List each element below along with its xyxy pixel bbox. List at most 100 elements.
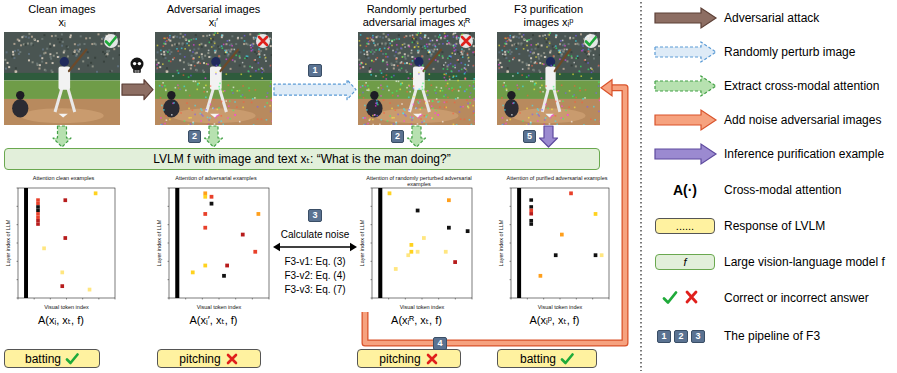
legend-text: Cross-modal attention	[724, 183, 841, 197]
text-wrap: Large vision-language model f	[724, 255, 885, 269]
text-wrap: Visual token index	[18, 304, 115, 310]
text-wrap: A(xᵢ, xₜ, f)	[4, 314, 118, 327]
image-panel: Adversarial images xᵢ′	[155, 32, 272, 125]
connector	[365, 80, 625, 343]
response-text: batting	[25, 352, 61, 366]
photo-illustration	[155, 32, 272, 125]
attention-heatmap	[4, 175, 118, 312]
attention-formula: A(xᵢ, xₜ, f)	[4, 314, 118, 327]
label-wrap: F3-v2: Eq. (4)	[284, 270, 345, 282]
callout-number: 4	[433, 337, 446, 350]
cross-mark	[459, 34, 473, 48]
legend-text: Randomly perturb image	[724, 45, 855, 59]
attention-plot: Attention of randomly perturbed adversar…	[358, 175, 475, 312]
plot-title: Attention of randomly perturbed adversar…	[364, 175, 474, 187]
cross-mark	[256, 34, 270, 48]
connector	[205, 126, 223, 147]
attention-heatmap	[155, 175, 272, 312]
label-wrap: 5	[523, 130, 536, 143]
callout-number: 2	[391, 130, 404, 143]
photo-illustration	[358, 32, 475, 125]
response-text: batting	[520, 352, 556, 366]
label-wrap: 1	[657, 330, 670, 343]
legend-model-box: f	[655, 254, 715, 270]
text-wrap: Adversarial images xᵢ′	[164, 3, 264, 29]
text-wrap: Visual token index	[169, 304, 269, 310]
axis-label: Visual token index	[18, 304, 115, 310]
check-mark	[560, 352, 574, 366]
text-wrap: Visual token index	[511, 304, 609, 310]
plot-title: Attention of adversarial examples	[161, 175, 271, 181]
axis-label: Layer index of LLM	[156, 188, 162, 298]
callout-number: 5	[523, 130, 536, 143]
attention-formula: A(xᵢᴿ, xₜ, f)	[358, 314, 475, 327]
photo-illustration	[4, 32, 120, 125]
callout-number: 1	[308, 64, 321, 77]
text-wrap: Randomly perturb image	[724, 45, 855, 59]
label-wrap: 3	[691, 330, 704, 343]
label-wrap: 2	[188, 130, 201, 143]
label-wrap: 2	[391, 130, 404, 143]
equation-label: F3-v3: Eq. (7)	[284, 284, 345, 296]
box-text: ......	[676, 220, 694, 233]
legend-response-box: ......	[655, 218, 715, 234]
text-wrap: Cross-modal attention	[724, 183, 841, 197]
image-heading: Randomly perturbed adversarial images xᵢ…	[356, 3, 478, 29]
cross-mark	[687, 292, 696, 302]
legend-symbol: A(·)	[673, 182, 697, 198]
text-wrap: Attention of randomly perturbed adversar…	[364, 175, 474, 187]
callout-number: 2	[674, 330, 687, 343]
callout-number: 3	[691, 330, 704, 343]
text-wrap: Layer index of LLM	[5, 188, 11, 298]
label-wrap: Calculate noise	[280, 229, 350, 241]
connector	[273, 243, 357, 251]
text-wrap: The pipeline of F3	[724, 329, 820, 343]
text-wrap: A(xᵢᴿ, xₜ, f)	[358, 314, 475, 327]
callout-number: 1	[657, 330, 670, 343]
text-wrap: Visual token index	[372, 304, 472, 310]
axis-label: Visual token index	[169, 304, 269, 310]
label-wrap: 1	[308, 64, 321, 77]
image-panel: Randomly perturbed adversarial images xᵢ…	[358, 32, 475, 125]
box-text: f	[683, 256, 686, 269]
legend-arrow-sample	[655, 76, 716, 96]
text-wrap: Correct or incorrect answer	[724, 291, 869, 305]
box-text: LVLM f with image and text xₜ: “What is …	[153, 152, 450, 166]
image-heading: Clean images xᵢ	[25, 3, 99, 29]
text-wrap: Layer index of LLM	[498, 188, 504, 298]
image-heading: F3 purification images xᵢᵖ	[504, 3, 594, 29]
label-wrap: A(·)	[673, 182, 697, 198]
connector	[53, 126, 71, 147]
label-wrap: F3-v1: Eq. (3)	[284, 256, 345, 268]
response-text: pitching	[179, 352, 220, 366]
text-wrap: F3 purification images xᵢᵖ	[504, 3, 594, 29]
check-mark	[65, 352, 79, 366]
callout-number: 3	[308, 209, 321, 222]
legend-arrow-sample	[655, 144, 716, 164]
legend-text: Adversarial attack	[724, 11, 819, 25]
axis-label: Visual token index	[511, 304, 609, 310]
cross-mark	[425, 352, 439, 366]
text-wrap: A(xᵢᵖ, xₜ, f)	[497, 314, 612, 327]
attention-heatmap	[497, 175, 612, 312]
label-wrap: F3-v3: Eq. (7)	[284, 284, 345, 296]
skull-symbol	[131, 58, 144, 74]
response-box: batting	[4, 349, 100, 368]
connector	[540, 126, 558, 147]
response-box: pitching	[157, 349, 261, 368]
text-wrap: A(xᵢ′, xₜ, f)	[155, 314, 272, 327]
axis-label: Layer index of LLM	[5, 188, 11, 298]
attention-plot: Attention clean examplesA(xᵢ, xₜ, f)Visu…	[4, 175, 118, 312]
legend-text: Inference purification example	[724, 147, 884, 161]
axis-label: Layer index of LLM	[359, 188, 365, 298]
legend-text: Large vision-language model f	[724, 255, 885, 269]
cross-mark	[225, 352, 239, 366]
response-box: pitching	[357, 349, 461, 368]
text-wrap: Inference purification example	[724, 147, 884, 161]
attention-plot: Attention of purified adversarial exampl…	[497, 175, 612, 312]
plot-title: Attention clean examples	[10, 175, 117, 181]
text-wrap: Layer index of LLM	[156, 188, 162, 298]
image-panel: F3 purification images xᵢᵖ	[497, 32, 600, 125]
model-band: LVLM f with image and text xₜ: “What is …	[4, 148, 600, 170]
